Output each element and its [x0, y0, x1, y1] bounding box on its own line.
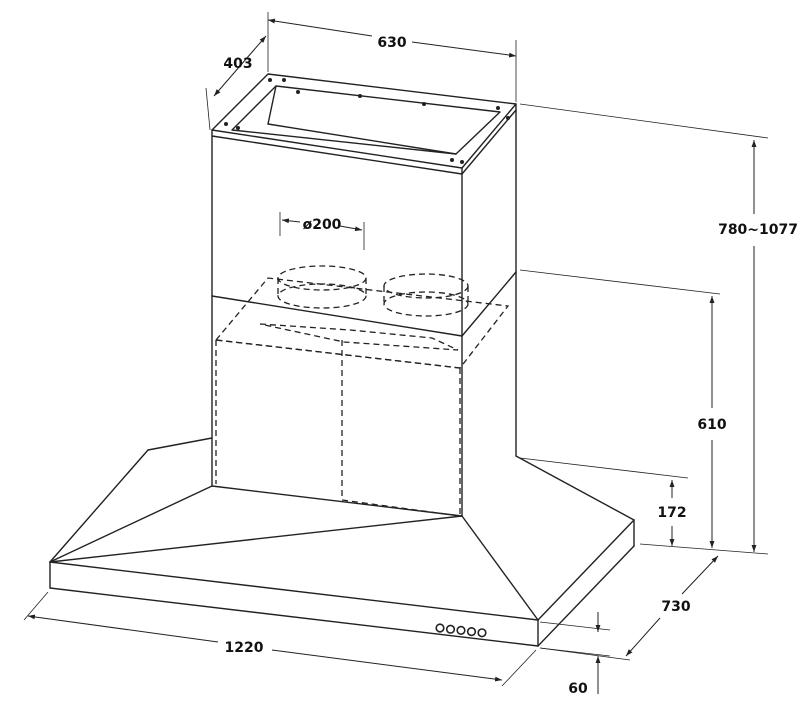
chimney-width-label: 630 [377, 35, 406, 51]
canopy [49, 437, 635, 647]
control-button-icon [456, 625, 466, 636]
screw-holes [224, 78, 510, 164]
depth-label: 730 [661, 599, 690, 615]
duct-diameter-label: ø200 [303, 217, 342, 233]
canopy-height-label: 610 [697, 417, 726, 433]
control-button-icon [435, 623, 445, 633]
control-button-icon [477, 628, 487, 638]
lower-chimney [211, 271, 517, 517]
hidden-internals [214, 265, 510, 517]
total-height-label: 780~1077 [718, 222, 798, 238]
control-buttons [435, 623, 487, 638]
chimney-depth-label: 403 [223, 56, 252, 72]
front-edge-height-label: 60 [568, 681, 588, 697]
dimension-labels: 630 403 ø200 780~1077 610 172 730 1220 6… [223, 35, 798, 697]
control-button-icon [466, 626, 477, 637]
upper-chimney [211, 73, 517, 337]
control-button-icon [445, 624, 456, 634]
hood-body-height-label: 172 [657, 505, 686, 521]
width-label: 1220 [225, 640, 264, 656]
dimension-lines [23, 12, 769, 694]
